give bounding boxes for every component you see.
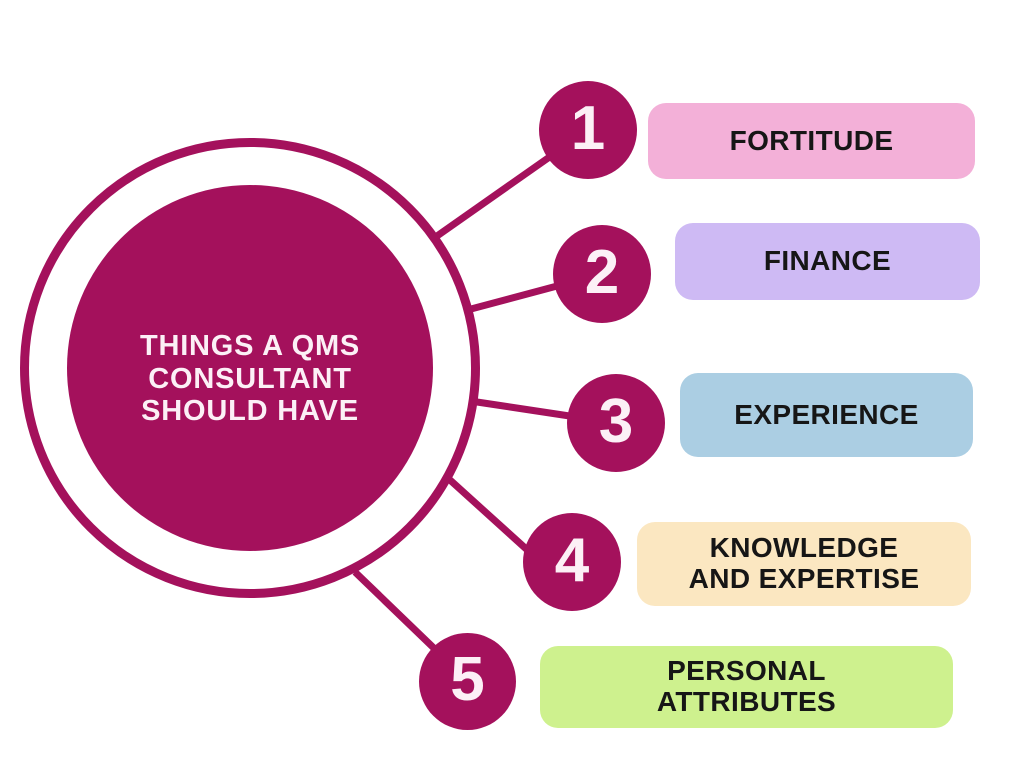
- item-5-label-box: PERSONAL ATTRIBUTES: [540, 646, 953, 728]
- item-3-number-circle: 3: [567, 374, 665, 472]
- item-4-label-line-2: AND EXPERTISE: [688, 563, 920, 594]
- item-4-label-box: KNOWLEDGE AND EXPERTISE: [637, 522, 971, 606]
- item-4-label-line-1: KNOWLEDGE: [709, 532, 899, 564]
- item-1-number-circle: 1: [539, 81, 637, 179]
- item-2-number: 2: [584, 237, 620, 307]
- item-3-label: EXPERIENCE: [734, 398, 919, 430]
- hub-title-line-1: THINGS A QMS: [139, 330, 361, 363]
- hub-title-line-3: SHOULD HAVE: [141, 395, 359, 428]
- item-2-label-box: FINANCE: [675, 223, 980, 300]
- item-2-number-circle: 2: [553, 225, 651, 323]
- item-5-label-line-1: PERSONAL: [667, 655, 826, 687]
- item-3-number: 3: [598, 386, 634, 456]
- hub-title: THINGS A QMS CONSULTANT SHOULD HAVE: [140, 308, 360, 427]
- hub-title-line-2: CONSULTANT: [148, 362, 352, 395]
- item-1-number: 1: [570, 93, 606, 163]
- item-2-label: FINANCE: [763, 245, 892, 277]
- item-5-label-line-2: ATTRIBUTES: [656, 686, 837, 717]
- item-1-label-box: FORTITUDE: [648, 103, 975, 179]
- item-3-label-box: EXPERIENCE: [680, 373, 973, 457]
- item-1-label: FORTITUDE: [729, 124, 894, 156]
- item-5-number: 5: [450, 645, 485, 714]
- item-4-number-circle: 4: [523, 513, 621, 611]
- hub-circle: THINGS A QMS CONSULTANT SHOULD HAVE: [67, 185, 433, 551]
- item-4-number: 4: [554, 525, 590, 595]
- item-5-number-circle: 5: [419, 633, 516, 730]
